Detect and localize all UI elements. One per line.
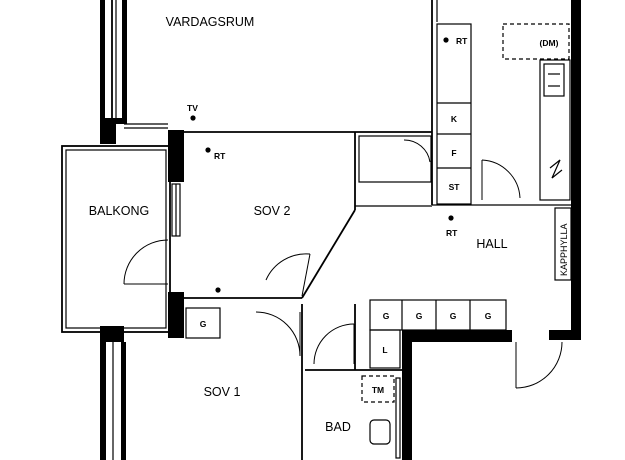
kitchen-unit-freezer: F [451, 148, 456, 158]
interior-walls [61, 0, 572, 460]
marker-rt-bedroom2: RT [214, 151, 226, 161]
marker-dishwasher: (DM) [540, 38, 559, 48]
marker-tm: TM [372, 385, 384, 395]
room-label-living: VARDAGSRUM [166, 15, 255, 29]
wardrobe-hall-4: G [485, 311, 492, 321]
socket-dots [190, 37, 454, 293]
door-swings [123, 139, 563, 389]
room-label-balcony: BALKONG [89, 204, 149, 218]
room-label-hall: HALL [476, 237, 507, 251]
wardrobe-hall-3: G [450, 311, 457, 321]
marker-rt-kitchen: RT [456, 36, 468, 46]
kitchen-unit-fridge: K [451, 114, 458, 124]
room-label-bath: BAD [325, 420, 351, 434]
wardrobe-bedroom1: G [200, 319, 207, 329]
linen-closet: L [382, 345, 387, 355]
kitchen-unit-closet: ST [449, 182, 461, 192]
exterior-walls [100, 0, 581, 460]
room-label-bedroom2: SOV 2 [254, 204, 291, 218]
marker-rt-hall: RT [446, 228, 458, 238]
marker-tv: TV [187, 103, 198, 113]
wardrobe-hall-2: G [416, 311, 423, 321]
room-label-bedroom1: SOV 1 [204, 385, 241, 399]
sink-mark [549, 159, 563, 179]
coat-shelf-label: KAPPHYLLA [559, 223, 569, 276]
wardrobe-hall-1: G [383, 311, 390, 321]
